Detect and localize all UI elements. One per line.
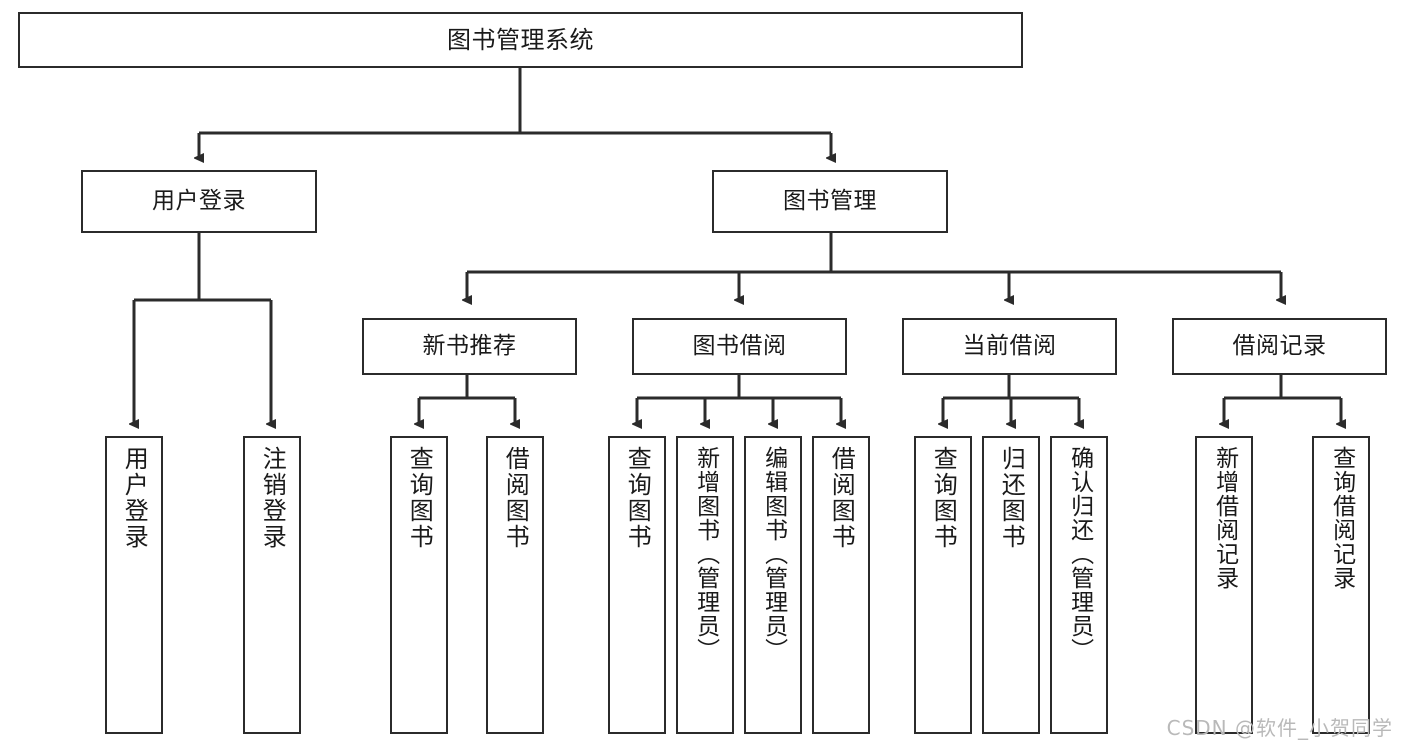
node-label: 注销登录	[258, 446, 287, 550]
leaf-add-book-admin[interactable]: 新增图书（管理员）	[676, 436, 734, 734]
node-new-book-recommendation[interactable]: 新书推荐	[362, 318, 577, 375]
leaf-confirm-return-admin[interactable]: 确认归还（管理员）	[1050, 436, 1108, 734]
node-label: 用户登录	[152, 187, 246, 214]
csdn-watermark: CSDN @软件_小贺同学	[1166, 716, 1393, 740]
node-label: 新书推荐	[422, 332, 517, 359]
node-label: 借阅记录	[1232, 332, 1327, 359]
leaf-add-borrow-record[interactable]: 新增借阅记录	[1195, 436, 1253, 734]
node-label: 查询图书	[929, 446, 958, 550]
node-label: 查询图书	[405, 446, 434, 550]
node-label: 新增图书（管理员）	[692, 446, 719, 662]
leaf-logout[interactable]: 注销登录	[243, 436, 301, 734]
node-label: 当前借阅	[962, 332, 1057, 359]
node-label: 用户登录	[120, 446, 149, 550]
node-book-borrowing[interactable]: 图书借阅	[632, 318, 847, 375]
leaf-borrow-books-recommend[interactable]: 借阅图书	[486, 436, 544, 734]
leaf-borrow-books-borrowing[interactable]: 借阅图书	[812, 436, 870, 734]
leaf-query-borrow-record[interactable]: 查询借阅记录	[1312, 436, 1370, 734]
node-label: 确认归还（管理员）	[1066, 446, 1093, 662]
node-label: 图书管理	[783, 187, 877, 214]
node-label: 图书管理系统	[447, 25, 594, 54]
leaf-return-books[interactable]: 归还图书	[982, 436, 1040, 734]
leaf-query-books-borrowing[interactable]: 查询图书	[608, 436, 666, 734]
node-label: 借阅图书	[827, 446, 856, 550]
node-label: 归还图书	[997, 446, 1026, 550]
leaf-edit-book-admin[interactable]: 编辑图书（管理员）	[744, 436, 802, 734]
leaf-user-login[interactable]: 用户登录	[105, 436, 163, 734]
node-user-login[interactable]: 用户登录	[81, 170, 317, 233]
node-label: 编辑图书（管理员）	[760, 446, 787, 662]
node-label: 新增借阅记录	[1211, 446, 1238, 590]
node-book-management[interactable]: 图书管理	[712, 170, 948, 233]
node-borrow-records[interactable]: 借阅记录	[1172, 318, 1387, 375]
node-label: 查询借阅记录	[1328, 446, 1355, 590]
node-label: 借阅图书	[501, 446, 530, 550]
node-root-book-management-system[interactable]: 图书管理系统	[18, 12, 1023, 68]
node-label: 查询图书	[623, 446, 652, 550]
node-label: 图书借阅	[692, 332, 787, 359]
node-current-borrowing[interactable]: 当前借阅	[902, 318, 1117, 375]
leaf-query-books-current[interactable]: 查询图书	[914, 436, 972, 734]
leaf-query-books-recommend[interactable]: 查询图书	[390, 436, 448, 734]
